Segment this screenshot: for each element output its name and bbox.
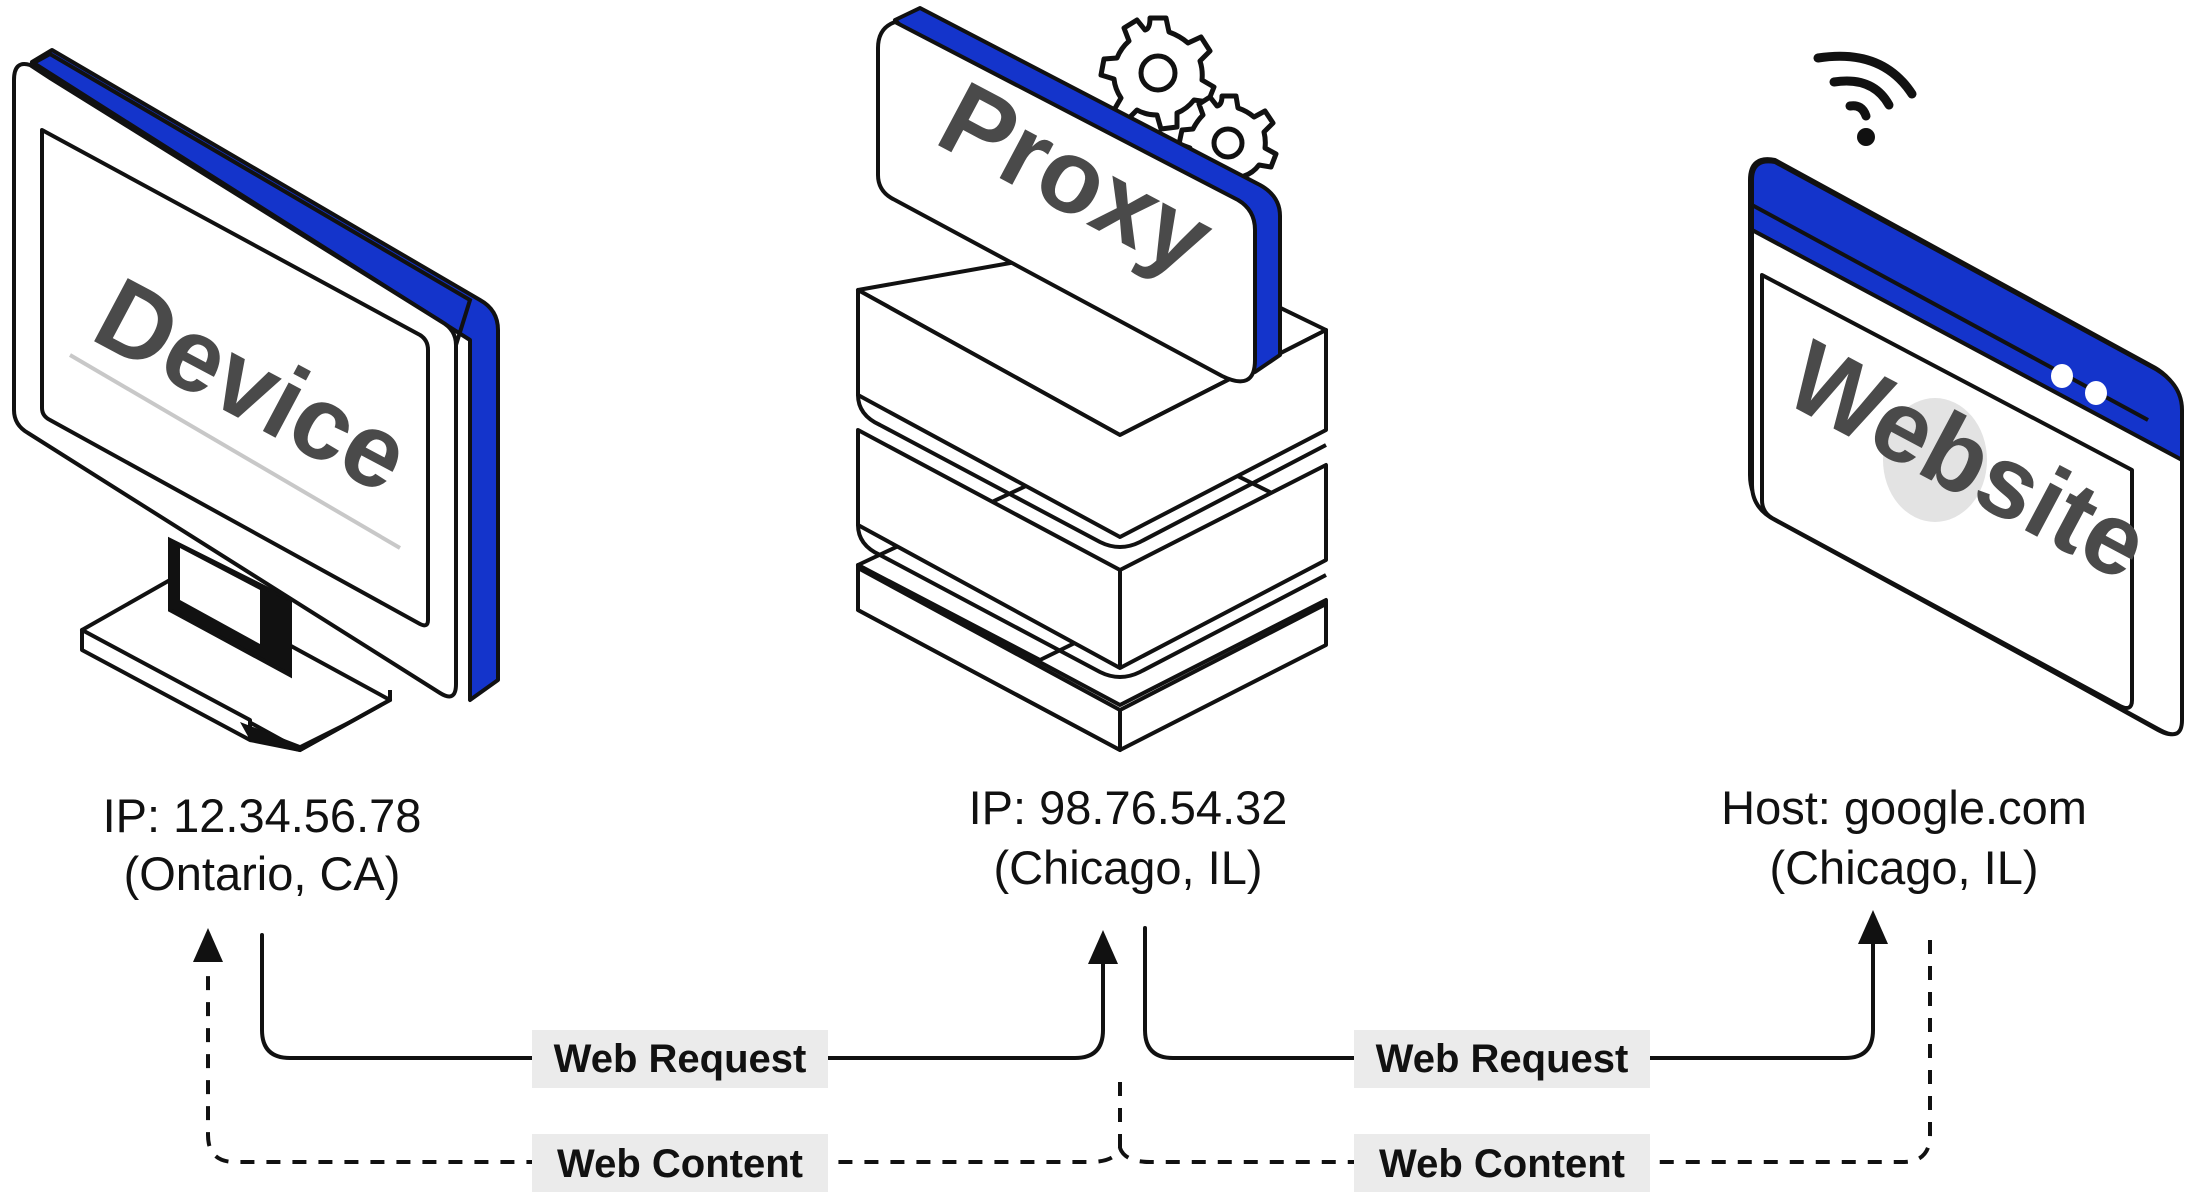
- web-content-pill-1: Web Content: [532, 1134, 828, 1192]
- proxy-ip: IP: 98.76.54.32: [969, 781, 1288, 834]
- proxy-location: (Chicago, IL): [993, 841, 1262, 894]
- web-content-pill-2: Web Content: [1354, 1134, 1650, 1192]
- website-location: (Chicago, IL): [1769, 841, 2038, 894]
- device-ip: IP: 12.34.56.78: [103, 789, 422, 842]
- website-host: Host: google.com: [1721, 781, 2087, 834]
- content-line: [206, 940, 1932, 1164]
- monitor-icon: [12, 48, 500, 753]
- browser-window-icon: [1748, 157, 2184, 737]
- proxy-sign: [876, 6, 1282, 384]
- web-request-pill-1: Web Request: [532, 1030, 828, 1088]
- web-request-label-2: Web Request: [1376, 1037, 1629, 1081]
- arrow-head-proxy: [1088, 930, 1118, 964]
- web-request-label-1: Web Request: [554, 1037, 807, 1081]
- web-request-pill-2: Web Request: [1354, 1030, 1650, 1088]
- web-content-label-1: Web Content: [557, 1142, 803, 1186]
- web-content-label-2: Web Content: [1379, 1142, 1625, 1186]
- device-location: (Ontario, CA): [124, 847, 401, 900]
- wifi-signal-icon: [1813, 51, 1917, 146]
- arrow-head-device: [193, 928, 223, 962]
- arrow-head-website: [1858, 910, 1888, 944]
